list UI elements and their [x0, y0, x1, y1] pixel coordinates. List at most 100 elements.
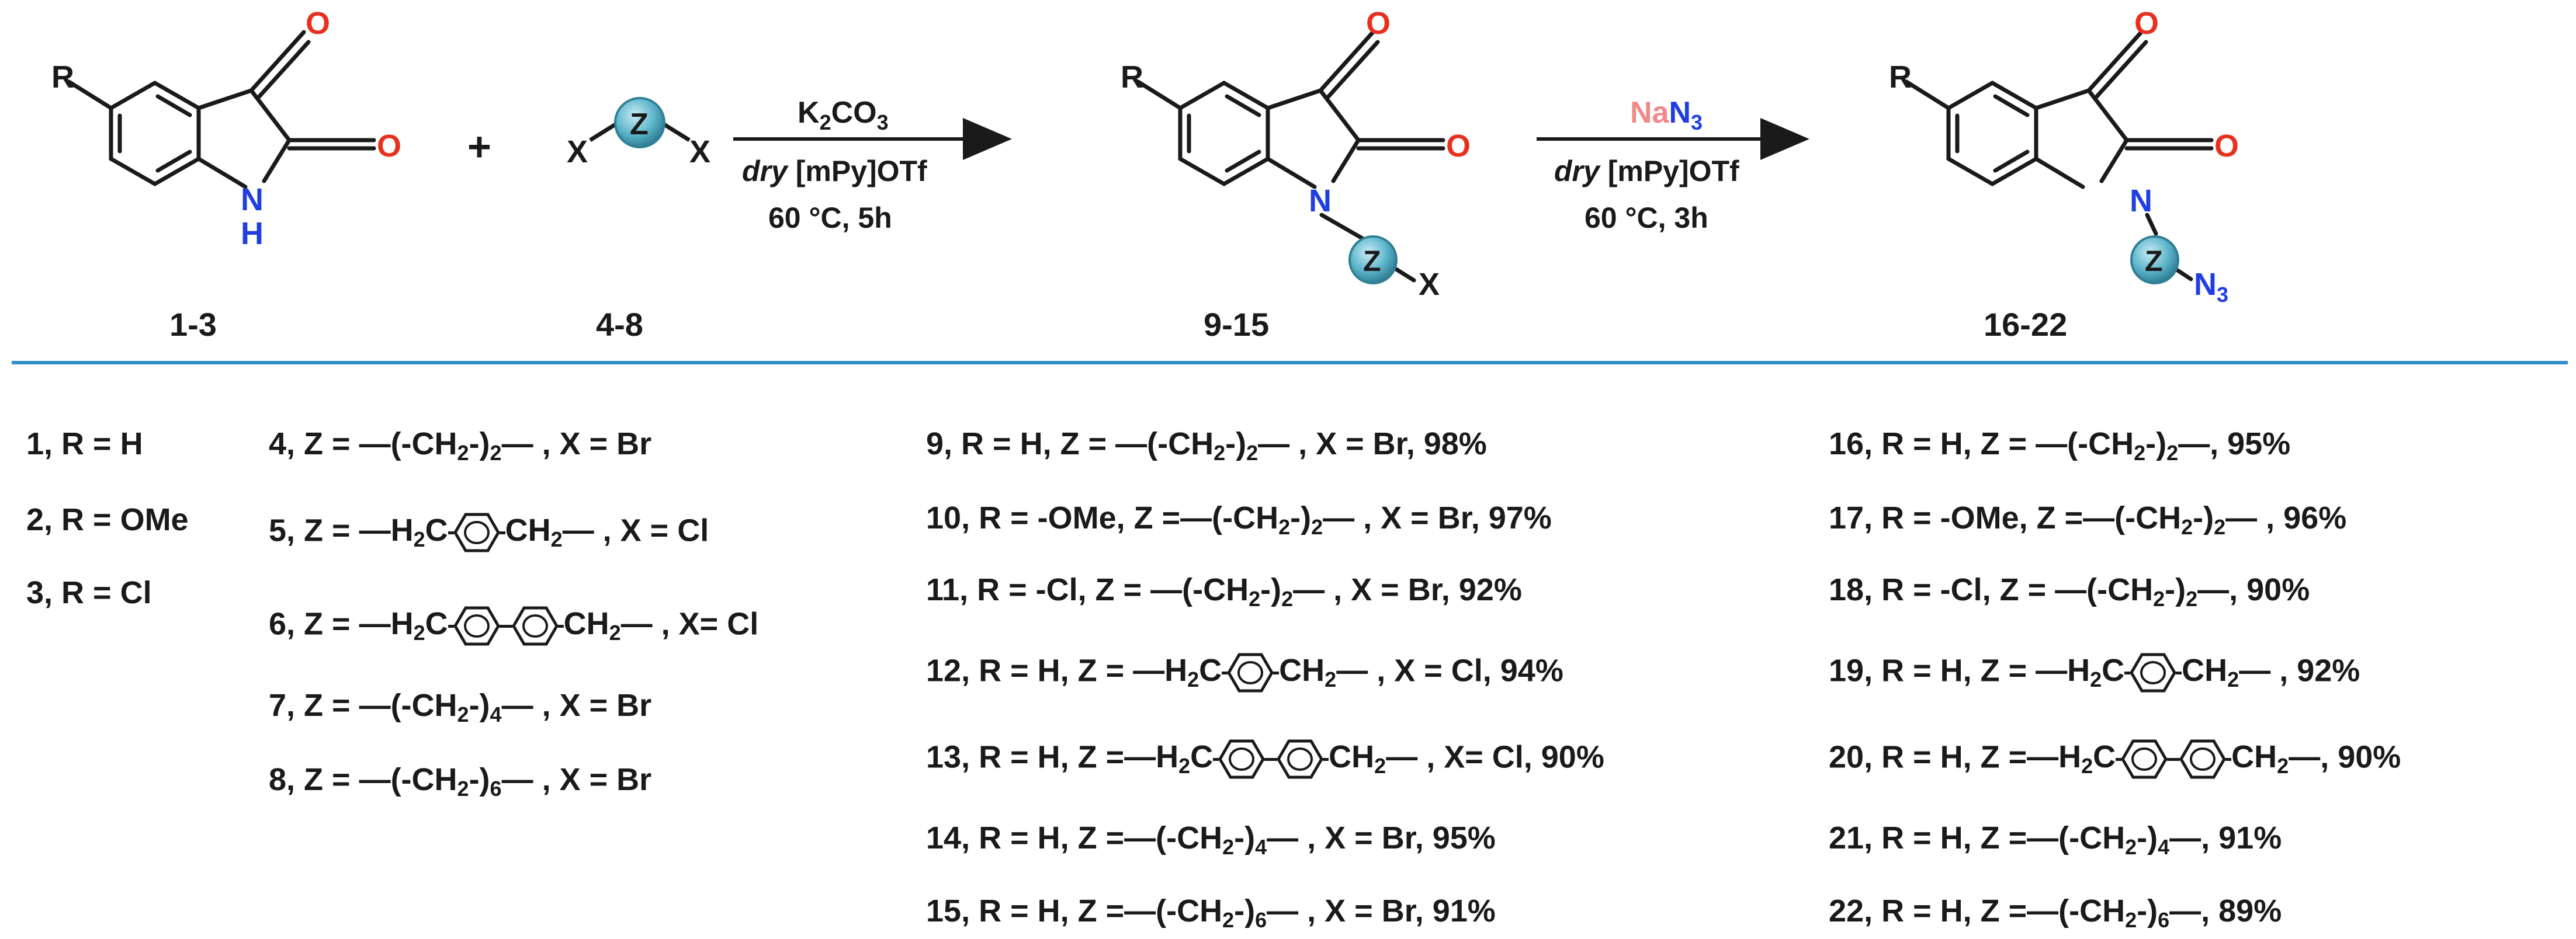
linker-text: — [2169, 820, 2201, 855]
benzene-ring-icon [2121, 739, 2168, 779]
subscript: 2 [1178, 754, 1191, 778]
linker-formula: —(-CH2-)6— [1124, 893, 1299, 931]
legend-entry: 4, Z = —(-CH2-)2— , X = Br [269, 426, 651, 464]
legend-entry: 18, R = -Cl, Z = —(-CH2-)2—, 90% [1829, 572, 2310, 610]
legend-entry: 1, R = H [26, 426, 143, 464]
linker-text: C [425, 513, 448, 548]
linker-text: CH [2231, 739, 2277, 775]
bond-line [2176, 671, 2182, 674]
legend-entry: 11, R = -Cl, Z = —(-CH2-)2— , X = Br, 92… [926, 572, 1522, 610]
linker-text: — [501, 762, 533, 797]
linker-text: —H [2036, 653, 2090, 688]
r-substituent-label: R [1121, 60, 1143, 95]
legend-entry-label: 14, R = H, Z = [926, 820, 1125, 855]
subscript: 4 [2158, 835, 2170, 859]
isatin-structure [67, 30, 376, 189]
benzene-ring-icon [512, 606, 558, 646]
nitrogen-label: N [2130, 183, 2152, 218]
legend-entry: 9, R = H, Z = —(-CH2-)2— , X = Br, 98% [926, 426, 1487, 464]
linker-text: -) [1290, 500, 1312, 535]
linker-text: — [2169, 893, 2201, 928]
halide-x-label: X [1419, 267, 1440, 302]
r-substituent-label: R [51, 60, 74, 95]
oxygen-label: O [306, 6, 330, 41]
linker-text: — [1336, 653, 1368, 688]
legend-entry: 3, R = Cl [26, 575, 152, 613]
linker-text: -) [469, 426, 490, 461]
legend-entry: 7, Z = —(-CH2-)4— , X = Br [269, 688, 651, 725]
linker-text: CH [2182, 653, 2228, 688]
linker-text: -) [469, 688, 490, 723]
legend-entry-suffix: , 95% [2210, 426, 2291, 461]
reaction-scheme: R O O N H 1-3 + X Z X 4-8 K2CO3 dry [mPy… [51, 6, 2239, 343]
linker-text: — [1267, 893, 1299, 928]
linker-text: C [425, 606, 448, 642]
bond-line [1264, 757, 1278, 761]
linker-formula: —(-CH2-)2— [2055, 572, 2229, 610]
linker-text: — [501, 688, 533, 723]
legend-entry: 2, R = OMe [26, 502, 189, 540]
legend-entry-label: 22, R = H, Z = [1829, 893, 2027, 928]
dihalide-structure [589, 97, 691, 148]
legend-entry-suffix: , 90% [2229, 572, 2310, 607]
linker-z-label: Z [2145, 245, 2163, 277]
linker-text: —(-CH [2027, 893, 2126, 928]
step2-solvent: dry [mPy]OTf [1554, 155, 1739, 187]
benzene-ring-icon [1228, 653, 1274, 693]
legend-entry-label: 7, Z = [269, 688, 359, 723]
legend-entry-suffix: , X = Br, 97% [1354, 500, 1552, 535]
linker-text: CH [1279, 653, 1325, 688]
compound-label-4-8: 4-8 [596, 306, 643, 343]
legend-entry-suffix: , 90% [2320, 739, 2401, 775]
linker-text: —(-CH [359, 426, 457, 461]
legend-entry: 8, Z = —(-CH2-)6— , X = Br [269, 762, 651, 799]
linker-formula: —(-CH2-)4— [1124, 820, 1298, 858]
legend-entry-suffix: , X= Cl, 90% [1417, 739, 1604, 775]
bond-line [2167, 757, 2180, 761]
linker-text: — [2289, 739, 2321, 775]
benzene-ring-icon [1219, 739, 1265, 779]
bond-line [1323, 757, 1329, 761]
legend-entry-label: 11, R = -Cl, Z = [926, 572, 1151, 607]
subscript: 4 [490, 702, 502, 726]
linker-text: —H [2027, 739, 2082, 775]
legend-entry-label: 13, R = H, Z = [926, 739, 1125, 775]
subscript: 2 [1222, 908, 1235, 932]
subscript: 2 [2134, 441, 2146, 465]
linker-text: —(-CH [1150, 572, 1249, 607]
linker-text: -) [2145, 426, 2167, 461]
subscript: 2 [2081, 754, 2093, 778]
linker-text: —(-CH [1115, 426, 1214, 461]
compound-label-9-15: 9-15 [1204, 306, 1269, 343]
oxygen-label: O [377, 128, 401, 164]
subscript: 2 [2125, 835, 2137, 859]
linker-text: -) [2193, 500, 2214, 535]
compound-label-16-22: 16-22 [1984, 306, 2067, 343]
legend-entry-suffix: , X = Br, 92% [1325, 572, 1522, 607]
benzene-ring-icon [453, 513, 500, 552]
linker-text: —(-CH [1124, 820, 1223, 855]
nitrogen-label: N [1309, 183, 1332, 218]
bond-line [2124, 671, 2131, 674]
linker-text: — [2178, 426, 2210, 461]
halide-x-label: X [567, 134, 588, 169]
linker-formula: —(-CH2-)6— [359, 762, 533, 799]
legend-entry-suffix: , X = Br [533, 688, 652, 723]
compound-label-1-3: 1-3 [169, 306, 217, 343]
subscript: 2 [413, 527, 425, 552]
legend-entry-suffix: , 92% [2270, 653, 2360, 688]
subscript: 6 [1255, 908, 1267, 932]
legend-entry-label: 15, R = H, Z = [926, 893, 1125, 928]
linker-text: —H [1133, 653, 1188, 688]
oxygen-label: O [1446, 128, 1471, 164]
legend-entry-label: 18, R = -Cl, Z = [1829, 572, 2055, 607]
linker-text: C [1190, 739, 1214, 775]
r-substituent-label: R [1889, 60, 1912, 95]
legend-entry-suffix: , X = Br, 98% [1289, 426, 1487, 461]
